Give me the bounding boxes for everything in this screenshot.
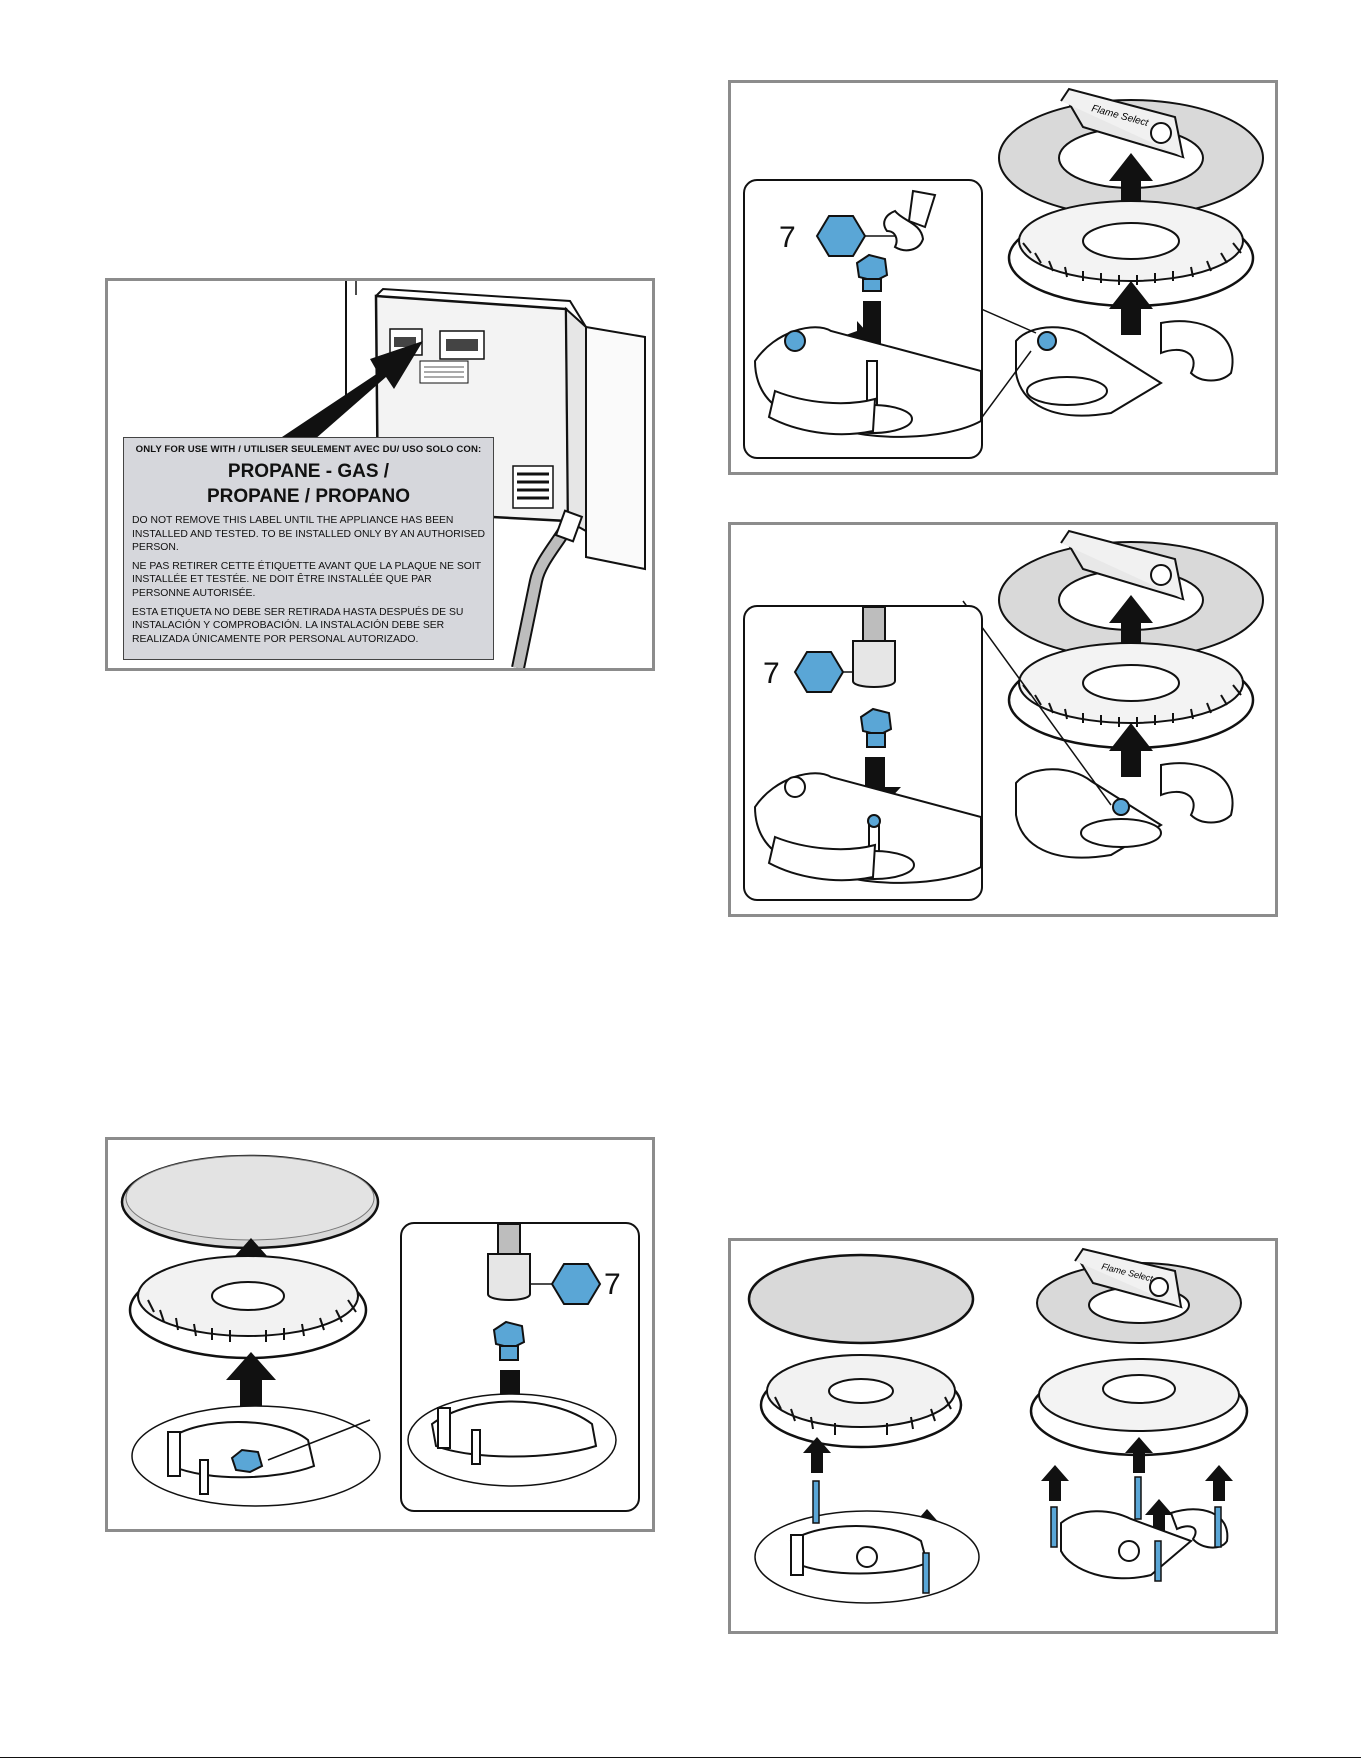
label-english: DO NOT REMOVE THIS LABEL UNTIL THE APPLI… <box>132 515 486 554</box>
figure-injector-install-socket: 7 <box>728 522 1278 917</box>
injector-icon <box>855 253 889 283</box>
burner-disassembly-illustration: Flame Select <box>962 87 1264 444</box>
figure-injector-removal-wrench: Flame Select <box>728 80 1278 475</box>
hex-size-7-icon <box>815 215 867 257</box>
tool-size-label-2: 7 <box>763 657 780 690</box>
inset-wrench-detail: 7 <box>743 179 983 459</box>
tool-size-label-3: 7 <box>604 1268 621 1301</box>
inset-socket-detail-2: 7 <box>400 1222 640 1512</box>
simple-burner-illustration <box>120 1154 381 1507</box>
label-french: NE PAS RETIRER CETTE ÉTIQUETTE AVANT QUE… <box>132 560 481 599</box>
page-bottom-rule <box>0 1757 1361 1758</box>
label-spanish: ESTA ETIQUETA NO DEBE SER RETIRADA HASTA… <box>132 606 464 645</box>
socket-tool-icon-2 <box>487 1253 531 1301</box>
socket-tool-icon <box>852 640 896 688</box>
figure-burner-screws-removal: Flame Select <box>728 1238 1278 1634</box>
figure-simple-burner-injector: 7 <box>105 1137 655 1532</box>
tool-size-label: 7 <box>779 221 796 254</box>
hex-size-7-icon-2 <box>793 651 845 693</box>
injector-icon-3 <box>492 1320 526 1350</box>
wrench-icon <box>883 209 925 252</box>
propane-warning-label: ONLY FOR USE WITH / UTILISER SEULEMENT A… <box>123 437 494 660</box>
hex-size-7-icon-3 <box>550 1263 602 1305</box>
burner-disassembly-illustration-2 <box>962 529 1264 859</box>
socket-injector-illustration <box>753 607 981 884</box>
wrench-injector-illustration <box>753 189 981 438</box>
inset-socket-detail: 7 <box>743 605 983 901</box>
label-gas-line-1: PROPANE - GAS / <box>227 461 390 482</box>
label-heading: ONLY FOR USE WITH / UTILISER SEULEMENT A… <box>135 444 482 455</box>
burner-screws-illustration: Flame Select <box>747 1247 1249 1604</box>
figure-propane-label: ONLY FOR USE WITH / UTILISER SEULEMENT A… <box>105 278 655 671</box>
socket-injector-illustration-2 <box>407 1224 617 1487</box>
injector-icon-2 <box>859 707 893 737</box>
label-gas-line-2: PROPANE / PROPANO <box>206 486 411 507</box>
